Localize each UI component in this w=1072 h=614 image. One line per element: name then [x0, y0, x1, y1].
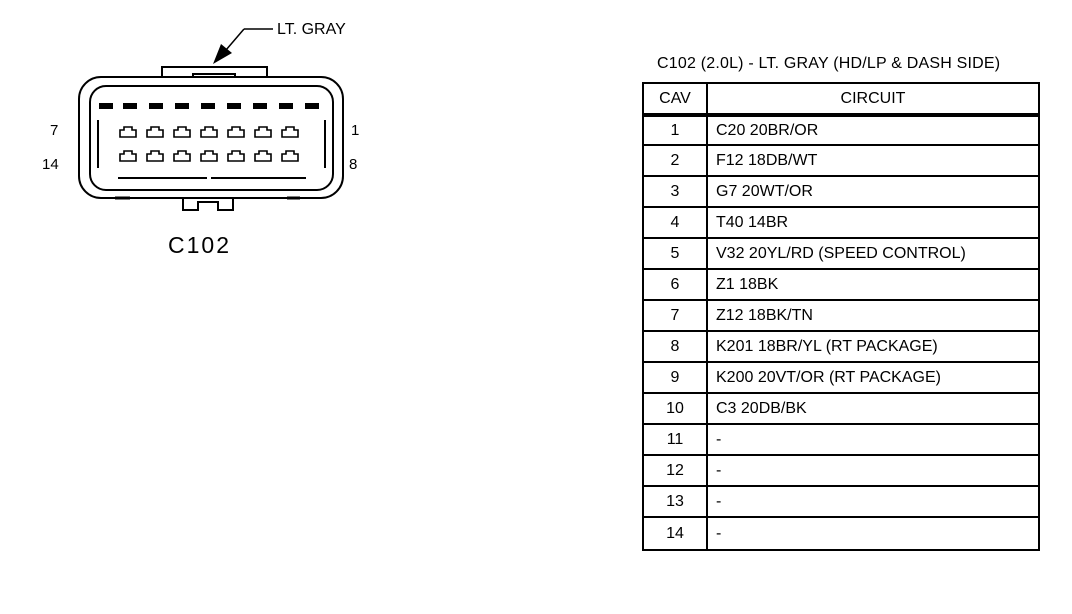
circuit-cell: - [708, 487, 1038, 518]
circuit-cell: G7 20WT/OR [708, 177, 1038, 208]
color-callout-arrow [225, 28, 273, 51]
header-circuit: CIRCUIT [708, 84, 1038, 115]
circuit-cell: K200 20VT/OR (RT PACKAGE) [708, 363, 1038, 394]
cav-cell: 4 [644, 208, 708, 239]
circuit-cell: - [708, 425, 1038, 456]
cav-cell: 13 [644, 487, 708, 518]
circuit-cell: V32 20YL/RD (SPEED CONTROL) [708, 239, 1038, 270]
cav-cell: 5 [644, 239, 708, 270]
terminal-cavity [227, 150, 245, 162]
color-callout-label: LT. GRAY [277, 21, 346, 38]
terminal-cavities [119, 126, 299, 162]
cav-cell: 10 [644, 394, 708, 425]
cav-cell: 1 [644, 115, 708, 146]
circuit-cell: F12 18DB/WT [708, 146, 1038, 177]
circuit-cell: C3 20DB/BK [708, 394, 1038, 425]
circuit-cell: K201 18BR/YL (RT PACKAGE) [708, 332, 1038, 363]
cav-cell: 3 [644, 177, 708, 208]
cav-cell: 7 [644, 301, 708, 332]
cav-cell: 6 [644, 270, 708, 301]
connector-housing [78, 66, 344, 211]
terminal-cavity [281, 126, 299, 138]
pin-label-bottom-right: 8 [349, 156, 357, 173]
cav-cell: 9 [644, 363, 708, 394]
circuit-cell: Z1 18BK [708, 270, 1038, 301]
callout-arrowhead-icon [213, 44, 232, 64]
connector-diagram: LT. GRAY 7 1 14 8 C102 [42, 21, 359, 258]
terminal-cavity [173, 150, 191, 162]
terminal-cavity [119, 150, 137, 162]
terminal-cavity [200, 150, 218, 162]
pin-label-top-left: 7 [50, 122, 58, 139]
terminal-cavity [281, 150, 299, 162]
cav-cell: 8 [644, 332, 708, 363]
terminal-cavity [146, 150, 164, 162]
circuit-cell: Z12 18BK/TN [708, 301, 1038, 332]
connector-name: C102 [168, 232, 231, 258]
circuit-cell: T40 14BR [708, 208, 1038, 239]
circuit-cell: C20 20BR/OR [708, 115, 1038, 146]
circuit-cell: - [708, 456, 1038, 487]
circuit-cell: - [716, 524, 722, 542]
terminal-cavity [200, 126, 218, 138]
cav-cell: 14 [644, 518, 708, 549]
cav-cell: 2 [644, 146, 708, 177]
table-row: 13- [644, 487, 1038, 518]
header-cav: CAV [644, 84, 708, 115]
table-row: 11- [644, 425, 1038, 456]
table-row: 14- [644, 518, 1038, 549]
terminal-cavity [146, 126, 164, 138]
table-row: 12- [644, 456, 1038, 487]
terminal-cavity [173, 126, 191, 138]
pin-label-bottom-left: 14 [42, 156, 59, 173]
table-header-row: CAV CIRCUIT [644, 84, 1038, 115]
cav-cell: 11 [644, 425, 708, 456]
terminal-cavity [254, 126, 272, 138]
cav-cell: 12 [644, 456, 708, 487]
terminal-cavity [227, 126, 245, 138]
pin-label-top-right: 1 [351, 122, 359, 139]
table-title: C102 (2.0L) - LT. GRAY (HD/LP & DASH SID… [657, 55, 1001, 72]
key-slots [99, 103, 319, 109]
terminal-cavity [119, 126, 137, 138]
terminal-cavity [254, 150, 272, 162]
